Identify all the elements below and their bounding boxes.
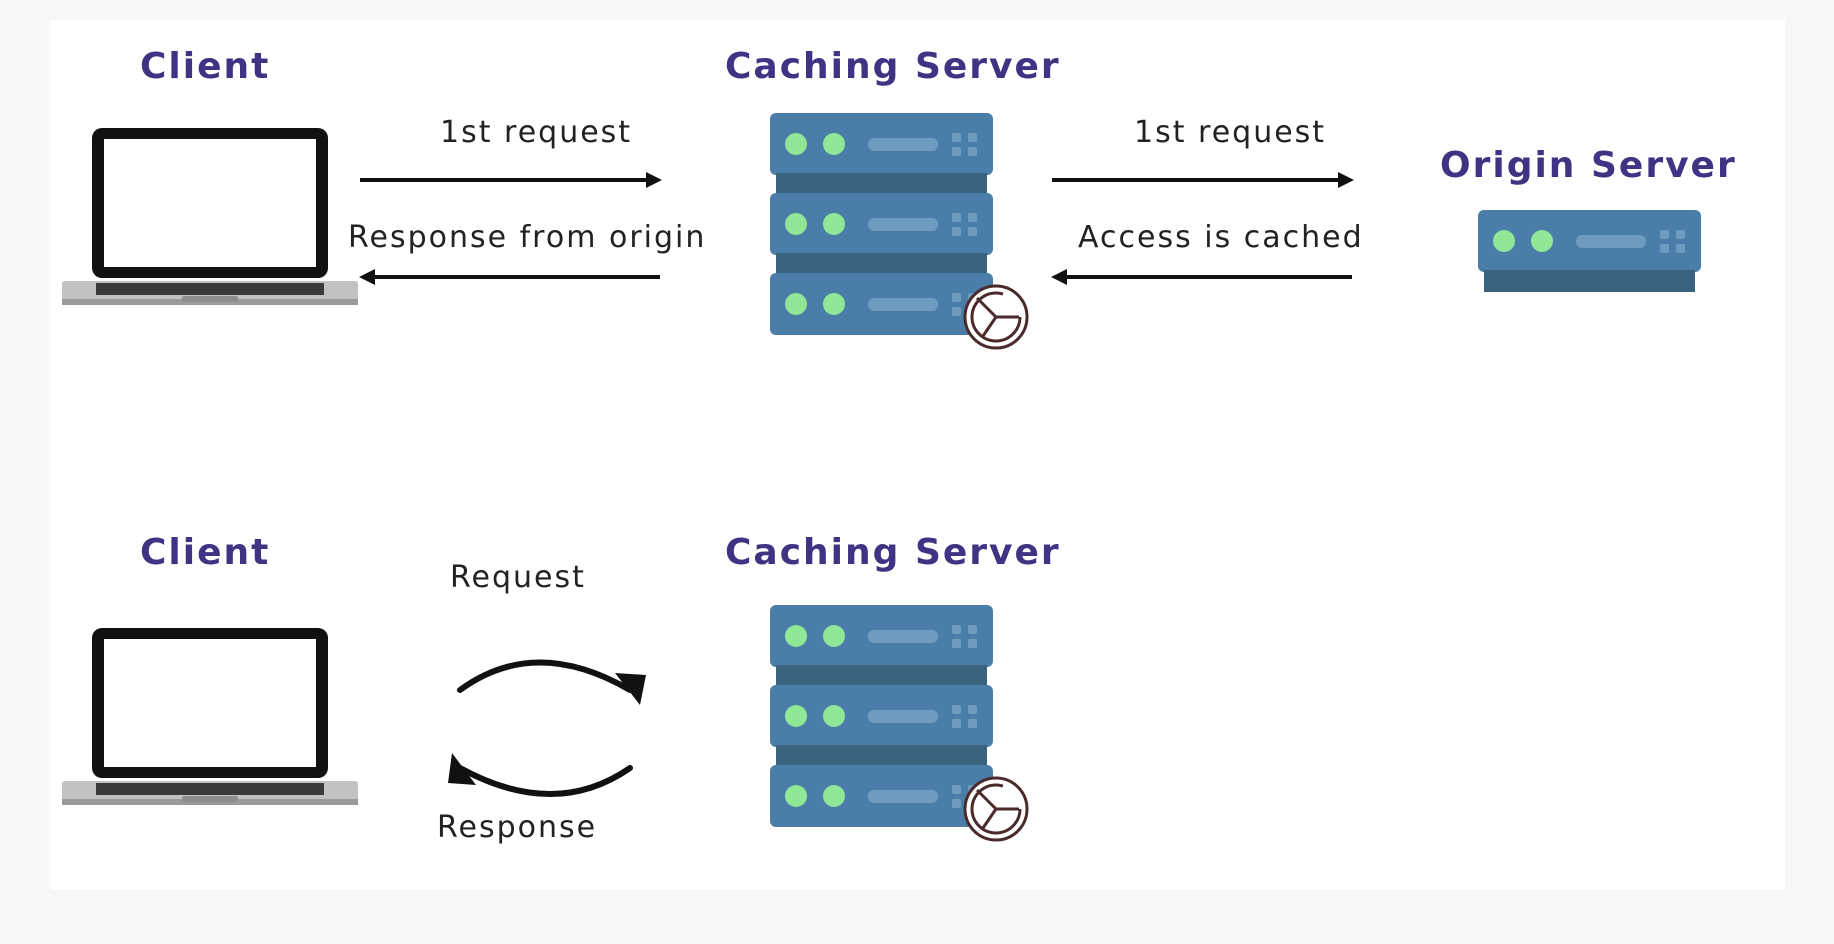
client-to-cache-label: 1st request bbox=[440, 115, 633, 150]
cache-to-origin-label: 1st request bbox=[1134, 115, 1327, 150]
cache-clock-badge-icon bbox=[963, 284, 1029, 350]
arrow-cache-to-client bbox=[359, 269, 660, 285]
arrow-origin-to-cache bbox=[1051, 269, 1352, 285]
bottom-caching-server-heading: Caching Server bbox=[725, 532, 1061, 573]
laptop-icon bbox=[62, 628, 358, 805]
origin-to-cache-label: Access is cached bbox=[1078, 220, 1364, 255]
server-stack-icon bbox=[770, 113, 993, 335]
request-label: Request bbox=[450, 560, 586, 595]
response-label: Response bbox=[437, 810, 598, 845]
cache-clock-badge-icon bbox=[963, 776, 1029, 842]
laptop-icon bbox=[62, 128, 358, 305]
response-curved-arrow bbox=[448, 753, 633, 797]
server-stack-icon bbox=[770, 605, 993, 827]
top-client-heading: Client bbox=[140, 46, 271, 87]
diagram-panel: Client Caching Server Origin Server bbox=[50, 20, 1785, 890]
arrow-cache-to-origin bbox=[1052, 172, 1354, 188]
bottom-client-heading: Client bbox=[140, 532, 271, 573]
top-caching-server-heading: Caching Server bbox=[725, 46, 1061, 87]
cache-to-client-label: Response from origin bbox=[348, 220, 707, 255]
arrow-client-to-cache bbox=[360, 172, 662, 188]
request-curved-arrow bbox=[457, 659, 646, 705]
origin-server-icon bbox=[1478, 210, 1701, 292]
top-origin-server-heading: Origin Server bbox=[1440, 145, 1737, 186]
